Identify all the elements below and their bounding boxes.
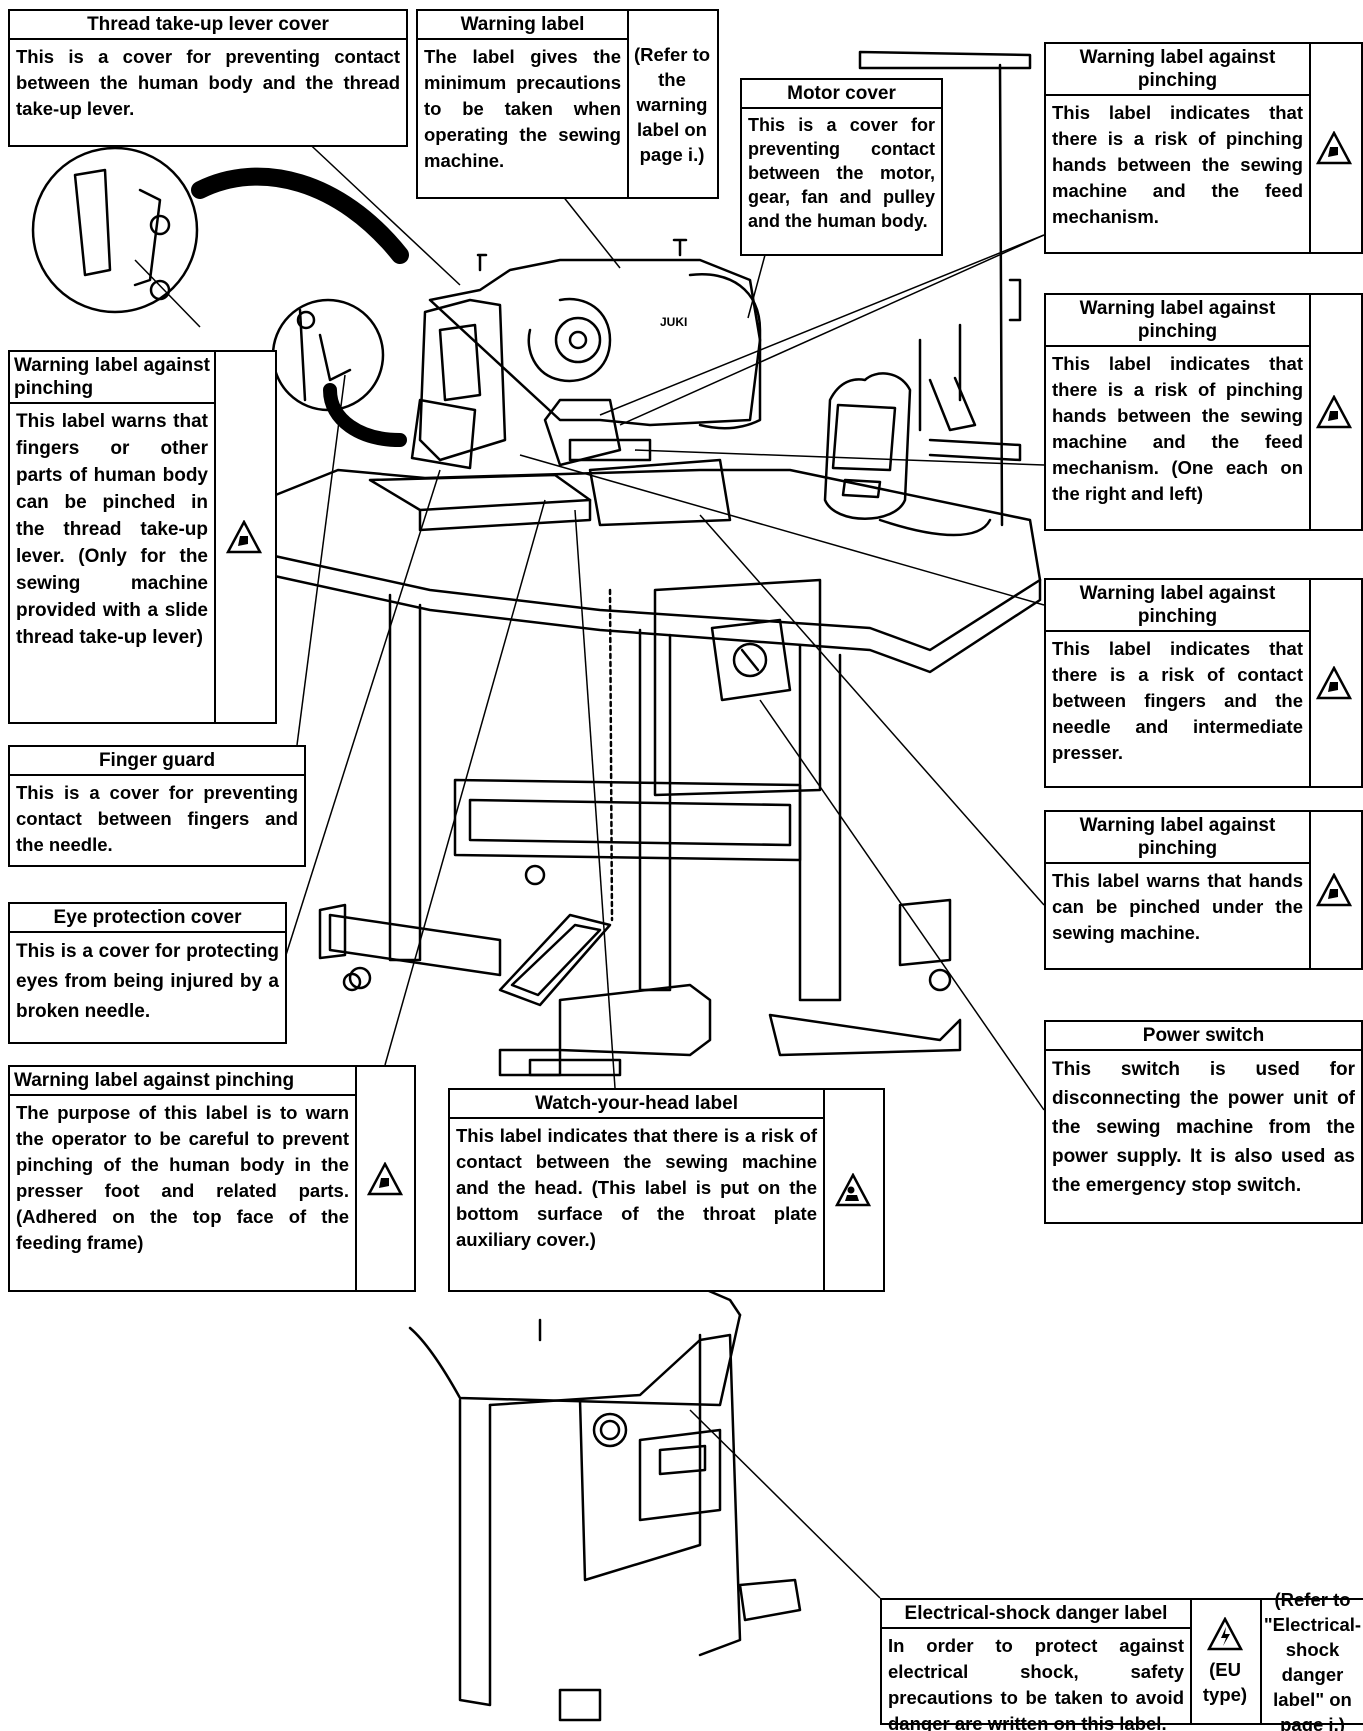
table-underside-view bbox=[408, 1313, 742, 1407]
label-pinch-bottom: Warning label against pinching The purpo… bbox=[8, 1065, 416, 1292]
label-title: Watch-your-head label bbox=[450, 1090, 823, 1119]
power-switch-box bbox=[710, 618, 792, 702]
label-reference: (Refer to "Electrical-shock danger label… bbox=[1263, 1588, 1362, 1731]
leader-pinch-right-3 bbox=[519, 454, 1045, 606]
operation-panel bbox=[823, 372, 912, 520]
pinch-warning-icon bbox=[1307, 44, 1361, 252]
label-pinch-right-3: Warning label against pinching This labe… bbox=[1044, 578, 1363, 788]
label-title: Warning label against pinching bbox=[1046, 44, 1309, 96]
label-text: This label indicates that there is a ris… bbox=[456, 1125, 817, 1250]
leader-warning-label bbox=[561, 194, 621, 269]
label-finger-guard: Finger guard This is a cover for prevent… bbox=[8, 745, 306, 867]
table-frame bbox=[388, 593, 422, 962]
label-text: This label indicates that there is a ris… bbox=[1052, 638, 1303, 763]
electrical-shock-icon bbox=[1207, 1616, 1243, 1650]
label-title: Warning label against pinching bbox=[1046, 580, 1309, 632]
label-title: Motor cover bbox=[742, 80, 941, 109]
label-text: The purpose of this label is to warn the… bbox=[16, 1102, 349, 1253]
thread-stand bbox=[998, 63, 1004, 527]
label-pinch-right-1: Warning label against pinching This labe… bbox=[1044, 42, 1363, 254]
sewing-machine-head bbox=[428, 258, 762, 427]
label-title: Thread take-up lever cover bbox=[10, 11, 406, 40]
label-pinch-left: Warning label against pinching This labe… bbox=[8, 350, 277, 724]
label-title: Power switch bbox=[1046, 1022, 1361, 1051]
label-pinch-right-4: Warning label against pinching This labe… bbox=[1044, 810, 1363, 970]
pinch-warning-icon bbox=[355, 1067, 414, 1290]
label-watch-head: Watch-your-head label This label indicat… bbox=[448, 1088, 885, 1292]
label-eye-protection: Eye protection cover This is a cover for… bbox=[8, 902, 287, 1044]
label-text: In order to protect against electrical s… bbox=[888, 1635, 1184, 1731]
label-text: This is a cover for protecting eyes from… bbox=[16, 941, 279, 1022]
label-title: Warning label against pinching bbox=[10, 1067, 355, 1096]
label-text: This label indicates that there is a ris… bbox=[1052, 353, 1303, 504]
leader-eye-protection bbox=[285, 469, 441, 956]
leader-electrical bbox=[689, 1409, 881, 1599]
leader-pinch-left bbox=[134, 259, 201, 328]
detail-circle-1 bbox=[31, 146, 199, 314]
leader-pinch-right-4 bbox=[699, 514, 1045, 906]
label-text: This is a cover for preventing contact b… bbox=[16, 46, 400, 119]
machine-logo: JUKI bbox=[660, 315, 687, 329]
label-text: This is a cover for preventing contact b… bbox=[748, 115, 935, 231]
label-power-switch: Power switch This switch is used for dis… bbox=[1044, 1020, 1363, 1224]
label-text: The label gives the minimum precautions … bbox=[424, 46, 621, 171]
pinch-warning-icon bbox=[1307, 812, 1361, 968]
label-text: This label warns that fingers or other p… bbox=[16, 411, 208, 648]
label-title: Warning label against pinching bbox=[1046, 295, 1309, 347]
label-electrical: Electrical-shock danger label In order t… bbox=[880, 1589, 1363, 1731]
label-title: Finger guard bbox=[10, 747, 304, 776]
eye-protection-shield bbox=[410, 398, 477, 470]
label-reference: (Refer to the warning label on page i.) bbox=[633, 43, 711, 165]
label-thread-takeup-cover: Thread take-up lever cover This is a cov… bbox=[8, 9, 408, 147]
leader-pinch-bottom bbox=[384, 499, 546, 1066]
leader-power-switch bbox=[759, 699, 1045, 1111]
leader-motor-cover bbox=[747, 254, 766, 319]
pinch-warning-icon bbox=[1307, 580, 1361, 786]
leader-pinch-right-2 bbox=[634, 449, 1045, 466]
leader-pinch-right-1b bbox=[619, 234, 1045, 426]
label-pinch-right-2: Warning label against pinching This labe… bbox=[1044, 293, 1363, 531]
label-title: Warning label bbox=[418, 11, 627, 40]
label-motor-cover: Motor cover This is a cover for preventi… bbox=[740, 78, 943, 256]
label-title: Eye protection cover bbox=[10, 904, 285, 933]
foot-pedal bbox=[498, 913, 612, 1007]
label-text: This is a cover for preventing contact b… bbox=[16, 782, 298, 855]
eu-type-note: (EU type) bbox=[1202, 1658, 1248, 1705]
label-warning: Warning label The label gives the minimu… bbox=[416, 9, 719, 199]
label-title: Warning label against pinching bbox=[1046, 812, 1309, 864]
pinch-warning-icon bbox=[1307, 295, 1361, 529]
leader-thread-takeup bbox=[299, 134, 461, 286]
label-text: This switch is used for disconnecting th… bbox=[1052, 1059, 1355, 1196]
label-text: This label warns that hands can be pinch… bbox=[1052, 870, 1303, 943]
label-text: This label indicates that there is a ris… bbox=[1052, 102, 1303, 227]
leader-finger-guard bbox=[296, 374, 346, 746]
label-title: Warning label against pinching bbox=[10, 352, 214, 404]
head-warning-icon bbox=[823, 1090, 883, 1290]
pinch-warning-icon bbox=[212, 352, 275, 722]
label-title: Electrical-shock danger label bbox=[882, 1600, 1190, 1629]
leader-watch-head bbox=[574, 509, 616, 1089]
leader-pinch-right-1a bbox=[599, 234, 1045, 416]
